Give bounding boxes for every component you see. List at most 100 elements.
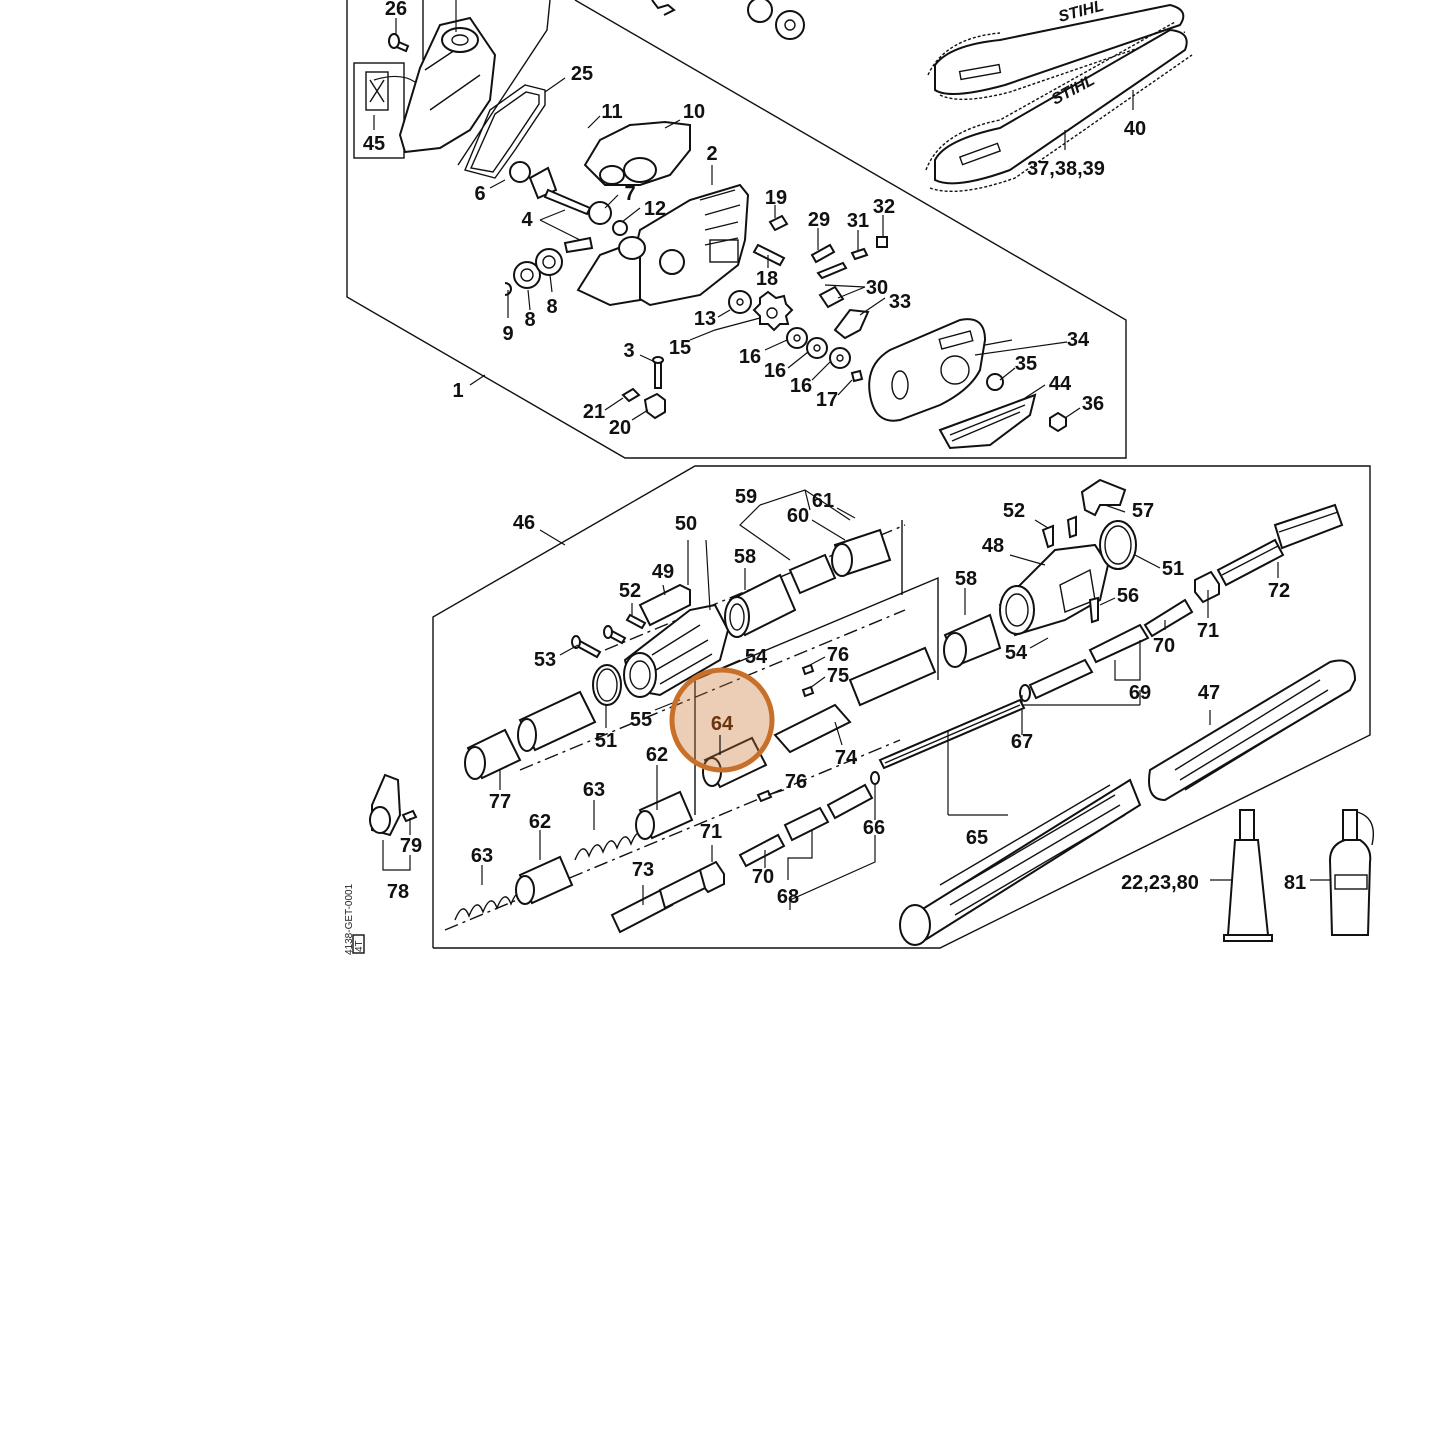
- drawing-code: 4138-GET-0001 4T: [344, 883, 365, 955]
- callout-52: 52: [619, 580, 641, 602]
- callout-16: 16: [790, 375, 812, 397]
- callout-62: 62: [529, 811, 551, 833]
- drawing-code-text: 4138-GET-0001: [344, 883, 355, 955]
- callout-15: 15: [669, 337, 691, 359]
- sleeve-left: [724, 528, 892, 638]
- callout-32: 32: [873, 196, 895, 218]
- drive-shaft: [870, 623, 1150, 785]
- callout-68: 68: [777, 886, 799, 908]
- callout-74: 74: [835, 747, 858, 769]
- o-ring: [592, 664, 622, 706]
- callout-64[interactable]: 64: [711, 713, 734, 735]
- callout-21: 21: [583, 401, 605, 423]
- callout-6: 6: [474, 183, 485, 205]
- drawing-code-small: 4T: [354, 940, 365, 952]
- grease-tube: [1223, 809, 1273, 942]
- callout-52: 52: [1003, 500, 1025, 522]
- callout-8: 8: [524, 309, 535, 331]
- callout-44: 44: [1049, 373, 1072, 395]
- part-64-highlight[interactable]: [669, 667, 775, 773]
- callout-46: 46: [513, 512, 535, 534]
- callout-53: 53: [534, 649, 556, 671]
- callout-19: 19: [765, 187, 787, 209]
- callout-62: 62: [646, 744, 668, 766]
- callout-29: 29: [808, 209, 830, 231]
- callout-27: 27: [486, 0, 508, 5]
- callout-28: 28: [521, 0, 543, 5]
- callout-31: 31: [847, 210, 869, 232]
- tube-section: [464, 690, 597, 780]
- callout-51: 51: [595, 730, 617, 752]
- callout-36: 36: [1082, 393, 1104, 415]
- callout-65: 65: [966, 827, 988, 849]
- callout-73: 73: [632, 859, 654, 881]
- callout-25: 25: [571, 63, 593, 85]
- callout-17: 17: [816, 389, 838, 411]
- callout-3: 3: [623, 340, 634, 362]
- sprocket-and-washers: [728, 290, 864, 383]
- coupling-parts: [610, 783, 874, 934]
- clamp-housing: [623, 583, 730, 698]
- callout-10: 10: [683, 101, 705, 123]
- callout-20: 20: [609, 417, 631, 439]
- callout-13: 13: [694, 308, 716, 330]
- callout-70: 70: [752, 866, 774, 888]
- screw: [388, 33, 410, 53]
- callout-22-23-80: 22,23,80: [1121, 872, 1199, 894]
- gear-cover: [398, 16, 497, 154]
- callout-50: 50: [675, 513, 697, 535]
- callout-71: 71: [1197, 620, 1219, 642]
- sprocket-top: [651, 0, 805, 40]
- callout-77: 77: [489, 791, 511, 813]
- clamp-screws: [571, 613, 647, 659]
- adjuster-parts: [752, 214, 888, 340]
- inner-tube: [756, 646, 937, 803]
- callout-35: 35: [1015, 353, 1037, 375]
- callout-56: 56: [1117, 585, 1139, 607]
- star-knob: [1041, 478, 1137, 624]
- callout-51: 51: [1162, 558, 1184, 580]
- callout-69: 69: [1129, 682, 1151, 704]
- harness-clamp: [369, 773, 418, 837]
- callout-54: 54: [1005, 642, 1028, 664]
- housing-cap: [583, 120, 691, 186]
- callout-12: 12: [644, 198, 666, 220]
- callout-1: 1: [452, 380, 463, 402]
- callout-59: 59: [735, 486, 757, 508]
- gear-housing: [576, 183, 750, 307]
- bevel-gear: [509, 161, 628, 254]
- callout-30: 30: [866, 277, 888, 299]
- callout-70: 70: [1153, 635, 1175, 657]
- callout-9: 9: [502, 323, 513, 345]
- inset-box-45: [353, 62, 405, 159]
- oil-bottle: [1328, 809, 1375, 936]
- splined-shaft-upper: [1143, 503, 1344, 638]
- callout-11: 11: [601, 101, 622, 123]
- callout-67: 67: [1011, 731, 1033, 753]
- callout-54: 54: [745, 646, 768, 668]
- callout-71: 71: [700, 821, 722, 843]
- callout-7: 7: [624, 183, 635, 205]
- callout-72: 72: [1268, 580, 1290, 602]
- callout-40: 40: [1124, 118, 1146, 140]
- callout-16: 16: [764, 360, 786, 382]
- callout-75: 75: [827, 665, 849, 687]
- callout-26: 26: [385, 0, 407, 20]
- callout-61: 61: [812, 490, 834, 512]
- callout-57: 57: [1132, 500, 1154, 522]
- main-tube: [899, 659, 1357, 946]
- callout-45: 45: [363, 133, 385, 155]
- callout-labels: 2627282545111026712419293132183033988131…: [363, 0, 1306, 908]
- callout-79: 79: [400, 835, 422, 857]
- leader-lines: [373, 0, 1330, 910]
- callout-8: 8: [546, 296, 557, 318]
- callout-2: 2: [706, 143, 717, 165]
- bolts: [621, 356, 666, 420]
- callout-66: 66: [863, 817, 885, 839]
- spring: [454, 832, 646, 921]
- gasket: [464, 84, 546, 179]
- callout-76: 76: [827, 644, 849, 666]
- callout-60: 60: [787, 505, 809, 527]
- callout-76: 76: [785, 771, 807, 793]
